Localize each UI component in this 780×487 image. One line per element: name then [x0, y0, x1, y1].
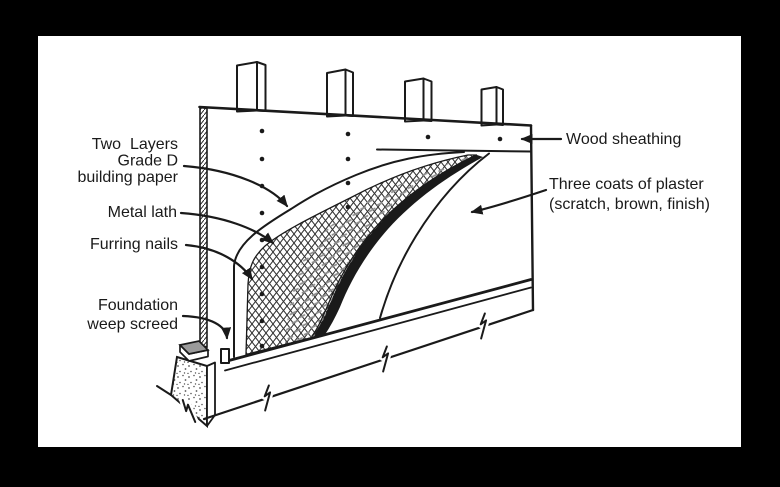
screed-top-line: [227, 278, 533, 362]
diagram-panel: [38, 36, 741, 447]
stud-side: [256, 61, 267, 112]
label-furring-nails: Furring nails: [90, 236, 178, 253]
plaster-cut-edge-band: [314, 155, 483, 337]
paper-edge-strip: [199, 106, 208, 349]
screed-break-mark: [379, 342, 392, 376]
screed-break-mark: [261, 381, 274, 415]
stud-side: [495, 86, 504, 126]
sheathing-top-edge: [198, 105, 533, 127]
mudsill: [178, 340, 210, 362]
foundation-cut-line: [156, 385, 172, 396]
label-building-paper-line-2: Grade D: [118, 153, 178, 170]
furring-nails-leader-arrow: [184, 243, 254, 281]
sheathing-bottom-edge: [376, 148, 532, 153]
label-building-paper-line-1: Two Layers: [92, 136, 178, 153]
mudsill-top-face: [178, 340, 210, 355]
stud-side: [422, 77, 433, 122]
building-paper-edge-line: [233, 151, 465, 358]
scratch-coat-edge-line: [311, 155, 475, 337]
scratch-coat-band: [285, 155, 477, 344]
three-coats-leader-arrow: [470, 188, 548, 215]
wall-stud: [480, 86, 504, 127]
building-paper-leader-arrow: [182, 164, 289, 208]
label-building-paper-line-3: building paper: [77, 169, 178, 186]
labels: Two Layers Grade D building paper Metal …: [77, 131, 709, 333]
screed-mid-line: [224, 286, 532, 372]
label-wood-sheathing: Wood sheathing: [566, 131, 681, 148]
label-weep-screed-line-1: Foundation: [98, 297, 178, 314]
weep-screed-leader-arrow: [181, 314, 232, 340]
stud-front: [404, 77, 425, 123]
stud-side: [344, 68, 354, 117]
leader-arrows: [179, 134, 563, 340]
plaster-coat-boundary-line: [379, 152, 490, 319]
wall-studs: [236, 61, 504, 127]
label-weep-screed-line-2: weep screed: [86, 316, 178, 333]
label-three-coats-line-1: Three coats of plaster: [549, 176, 704, 193]
screed-notch: [220, 348, 230, 364]
wall-stud: [236, 61, 267, 113]
screed-break-mark: [477, 309, 490, 343]
stud-front: [326, 68, 347, 118]
weep-screed: [202, 278, 535, 421]
wall-right-edge: [529, 124, 535, 312]
foundation: [156, 355, 216, 429]
foundation-break-mark: [179, 396, 199, 426]
label-metal-lath: Metal lath: [108, 204, 177, 221]
stud-front: [236, 61, 258, 113]
metal-lath-leader-arrow: [179, 211, 275, 245]
label-three-coats-line-2: (scratch, brown, finish): [549, 196, 710, 213]
wall-stud: [326, 68, 354, 118]
screed-bottom-line: [202, 308, 535, 421]
wall-stud: [404, 77, 433, 123]
stud-front: [480, 86, 498, 127]
